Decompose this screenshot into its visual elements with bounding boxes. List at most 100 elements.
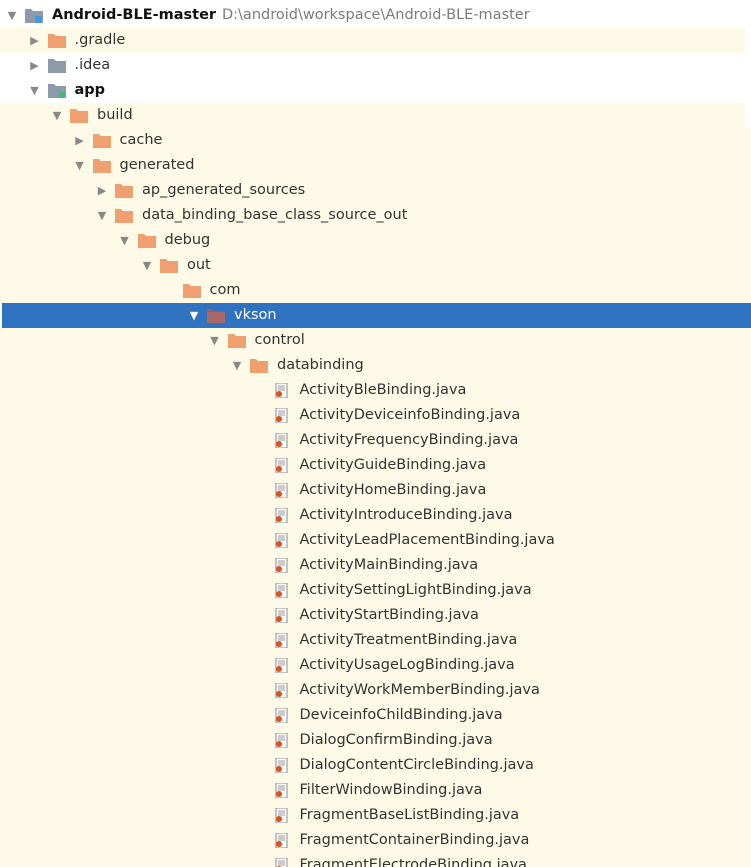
java-class-icon — [273, 382, 291, 399]
tree-row[interactable]: com — [0, 278, 751, 303]
tree-row[interactable]: ActivityDeviceinfoBinding.java — [0, 403, 751, 428]
folder-orange-icon — [160, 258, 178, 273]
tree-row[interactable]: ▶ ap_generated_sources — [0, 178, 751, 203]
tree-item-label: DialogConfirmBinding.java — [299, 732, 493, 748]
tree-row[interactable]: ActivityBleBinding.java — [0, 378, 751, 403]
java-class-icon — [273, 407, 291, 424]
tree-row[interactable]: ActivityIntroduceBinding.java — [0, 503, 751, 528]
tree-row[interactable]: DialogContentCircleBinding.java — [0, 753, 751, 778]
tree-row[interactable]: ▼debug — [0, 228, 751, 253]
tree-item-label: ActivityStartBinding.java — [299, 607, 479, 623]
tree-item-label: databinding — [277, 357, 364, 373]
tree-item-label: ActivityLeadPlacementBinding.java — [299, 532, 555, 548]
tree-item-label: FragmentElectrodeBinding.java — [299, 857, 527, 867]
tree-row[interactable]: ▼ build — [0, 103, 751, 128]
tree-item-label: ActivitySettingLightBinding.java — [299, 582, 532, 598]
tree-row[interactable]: ActivityWorkMemberBinding.java — [0, 678, 751, 703]
expand-arrow-down-icon[interactable]: ▼ — [52, 109, 62, 122]
tree-row[interactable]: DialogConfirmBinding.java — [0, 728, 751, 753]
expand-arrow-down-icon[interactable]: ▼ — [210, 334, 219, 347]
tree-item-label: vkson — [234, 307, 277, 323]
tree-item-label: ActivityMainBinding.java — [299, 557, 479, 573]
tree-row[interactable]: ▼ Android-BLE-master D:\android\workspace\… — [0, 3, 751, 28]
folder-orange-icon — [227, 333, 246, 348]
folder-orange-icon — [137, 233, 156, 248]
tree-row[interactable]: ▼ out — [0, 253, 751, 278]
tree-item-label: out — [187, 257, 211, 273]
tree-row[interactable]: ▼ databinding — [0, 353, 751, 378]
tree-row[interactable]: ActivityFrequencyBinding.java — [0, 428, 751, 453]
tree-row[interactable]: FilterWindowBinding.java — [0, 778, 751, 803]
tree-row[interactable]: ActivitySettingLightBinding.java — [0, 578, 751, 603]
tree-row-selected[interactable]: ▼ vkson — [2, 303, 751, 328]
tree-item-label: ap_generated_sources — [142, 182, 306, 198]
tree-row[interactable]: ▼control — [0, 328, 751, 353]
java-class-icon — [273, 782, 291, 799]
java-class-icon — [273, 757, 291, 774]
java-class-icon — [273, 707, 291, 724]
java-class-icon — [273, 507, 291, 524]
tree-item-label: build — [97, 107, 133, 123]
java-class-icon — [273, 582, 291, 599]
collapse-arrow-right-icon[interactable]: ▶ — [30, 59, 39, 72]
folder-orange-icon — [92, 133, 111, 148]
tree-row[interactable]: ▼ data_binding_base_class_source_out — [0, 203, 751, 228]
tree-row[interactable]: ActivityTreatmentBinding.java — [0, 628, 751, 653]
tree-item-label: app — [74, 82, 106, 98]
java-class-icon — [273, 532, 291, 549]
tree-row[interactable]: ▶ .idea — [0, 53, 751, 78]
folder-orange-icon — [70, 108, 88, 123]
collapse-arrow-right-icon[interactable]: ▶ — [75, 134, 84, 147]
tree-item-label: ActivityTreatmentBinding.java — [299, 632, 518, 648]
folder-orange-icon — [250, 358, 268, 373]
java-class-icon — [273, 857, 291, 867]
tree-item-label: ActivityBleBinding.java — [299, 382, 467, 398]
tree-row[interactable]: ActivityMainBinding.java — [0, 553, 751, 578]
java-class-icon — [273, 632, 291, 649]
tree-row[interactable]: ▼ generated — [0, 153, 751, 178]
tree-row[interactable]: ▶ .gradle — [0, 28, 751, 53]
tree-row[interactable]: ActivityHomeBinding.java — [0, 478, 751, 503]
tree-item-label: ActivityIntroduceBinding.java — [299, 507, 513, 523]
tree-row[interactable]: ActivityUsageLogBinding.java — [0, 653, 751, 678]
expand-arrow-down-icon[interactable]: ▼ — [7, 9, 17, 22]
tree-row[interactable]: ActivityGuideBinding.java — [0, 453, 751, 478]
expand-arrow-down-icon[interactable]: ▼ — [120, 234, 129, 247]
tree-item-label: DeviceinfoChildBinding.java — [299, 707, 503, 723]
folder-orange-icon — [115, 208, 133, 223]
module-folder-icon — [47, 83, 66, 98]
expand-arrow-down-icon[interactable]: ▼ — [30, 84, 39, 97]
tree-row[interactable]: ▼ app — [0, 78, 751, 103]
expand-arrow-down-icon[interactable]: ▼ — [142, 259, 152, 272]
tree-row[interactable]: DeviceinfoChildBinding.java — [0, 703, 751, 728]
tree-row[interactable]: ActivityStartBinding.java — [0, 603, 751, 628]
tree-item-label: data_binding_base_class_source_out — [142, 207, 408, 223]
collapse-arrow-right-icon[interactable]: ▶ — [97, 184, 107, 197]
tree-item-label: ActivityHomeBinding.java — [299, 482, 487, 498]
tree-row[interactable]: FragmentBaseListBinding.java — [0, 803, 751, 828]
tree-item-label: ActivityFrequencyBinding.java — [299, 432, 519, 448]
tree-item-label: .gradle — [74, 32, 126, 48]
project-path: D:\android\workspace\Android-BLE-master — [222, 7, 530, 23]
tree-item-label: generated — [119, 157, 195, 173]
java-class-icon — [273, 482, 291, 499]
tree-item-label: cache — [119, 132, 163, 148]
tree-item-label: .idea — [74, 57, 111, 73]
tree-item-label: ActivityWorkMemberBinding.java — [299, 682, 540, 698]
tree-item-label: Android-BLE-master — [52, 7, 217, 23]
java-class-icon — [273, 732, 291, 749]
collapse-arrow-right-icon[interactable]: ▶ — [30, 34, 39, 47]
tree-item-label: FragmentContainerBinding.java — [299, 832, 530, 848]
java-class-icon — [273, 457, 291, 474]
expand-arrow-down-icon[interactable]: ▼ — [75, 159, 84, 172]
expand-arrow-down-icon[interactable]: ▼ — [189, 309, 199, 322]
tree-row[interactable]: FragmentContainerBinding.java — [0, 828, 751, 853]
expand-arrow-down-icon[interactable]: ▼ — [232, 359, 242, 372]
expand-arrow-down-icon[interactable]: ▼ — [97, 209, 107, 222]
folder-orange-icon — [115, 183, 133, 198]
tree-row[interactable]: FragmentElectrodeBinding.java — [0, 853, 751, 867]
tree-row[interactable]: ActivityLeadPlacementBinding.java — [0, 528, 751, 553]
tree-row[interactable]: ▶ cache — [0, 128, 751, 153]
tree-item-label: FilterWindowBinding.java — [299, 782, 483, 798]
